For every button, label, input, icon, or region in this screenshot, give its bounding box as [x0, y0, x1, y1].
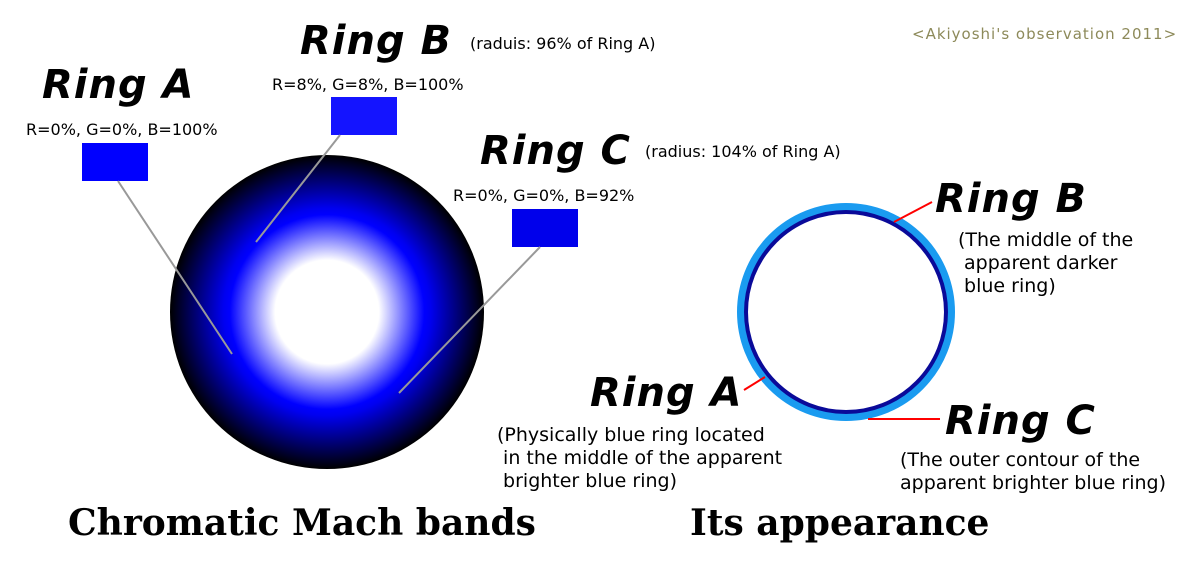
- left-ring-c-rgb: R=0%, G=0%, B=92%: [453, 186, 635, 205]
- swatch-ring-c: [512, 209, 578, 247]
- note-line: apparent brighter blue ring): [900, 472, 1166, 494]
- right-ring-c-note: (The outer contour of the apparent brigh…: [900, 449, 1166, 495]
- note-line: in the middle of the apparent: [497, 447, 783, 469]
- swatch-ring-a: [82, 143, 148, 181]
- leader-right-ring-a: [743, 376, 766, 391]
- leader-ring-c: [398, 246, 541, 394]
- note-line: brighter blue ring): [497, 470, 677, 492]
- mach-band-disk: [170, 155, 484, 469]
- right-ring-b-title: Ring B: [935, 176, 1088, 222]
- left-ring-b-title: Ring B: [300, 18, 453, 64]
- left-ring-b-note: (raduis: 96% of Ring A): [470, 34, 656, 53]
- apparent-bright-ring: [737, 203, 955, 421]
- apparent-dark-ring: [744, 210, 948, 414]
- left-caption: Chromatic Mach bands: [68, 502, 536, 544]
- right-ring-a-note: (Physically blue ring located in the mid…: [497, 424, 782, 493]
- note-line: (Physically blue ring located: [497, 424, 765, 446]
- left-ring-a-rgb: R=0%, G=0%, B=100%: [26, 120, 218, 139]
- right-ring-a-title: Ring A: [590, 370, 743, 416]
- credit-text: <Akiyoshi's observation 2011>: [912, 25, 1178, 43]
- leader-ring-b: [255, 134, 341, 243]
- left-ring-c-note: (radius: 104% of Ring A): [645, 142, 841, 161]
- swatch-ring-b: [331, 97, 397, 135]
- note-line: (The middle of the: [958, 229, 1134, 251]
- leader-right-ring-b: [893, 201, 933, 223]
- left-ring-a-title: Ring A: [42, 62, 195, 108]
- left-ring-b-rgb: R=8%, G=8%, B=100%: [272, 75, 464, 94]
- right-ring-b-note: (The middle of the apparent darker blue …: [958, 229, 1133, 298]
- leader-ring-a: [117, 180, 233, 355]
- right-ring-c-title: Ring C: [945, 398, 1096, 444]
- note-line: blue ring): [958, 275, 1056, 297]
- left-ring-c-title: Ring C: [480, 128, 631, 174]
- note-line: (The outer contour of the: [900, 449, 1141, 471]
- note-line: apparent darker: [958, 252, 1118, 274]
- right-caption: Its appearance: [690, 502, 990, 544]
